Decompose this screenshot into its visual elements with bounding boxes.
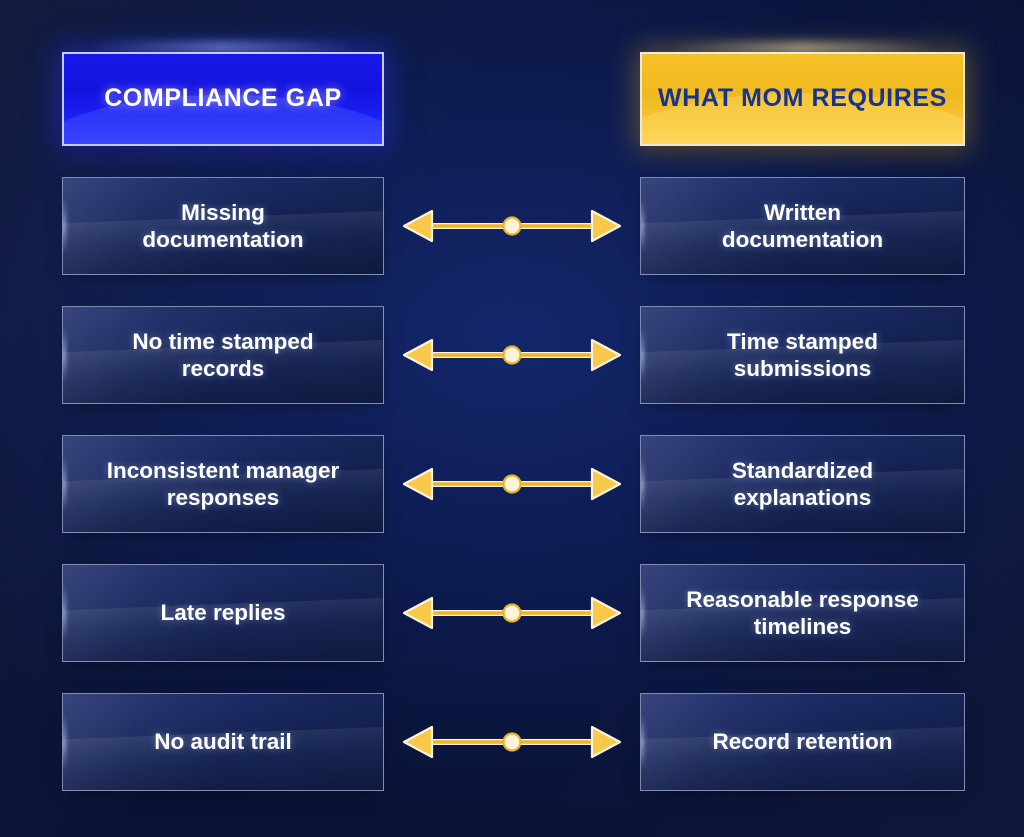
gap-card-label: Inconsistent manager responses [106, 457, 340, 510]
requirement-card: Written documentation [640, 177, 965, 275]
card-edge-glow [641, 328, 644, 382]
card-edge-glow [63, 328, 66, 382]
requirement-card-label: Written documentation [721, 199, 884, 252]
requirement-card: Standardized explanations [640, 435, 965, 533]
card-edge-glow [641, 715, 644, 769]
card-edge-glow [63, 199, 66, 253]
comparison-rows: Missing documentation Written documentat… [0, 177, 1024, 822]
gap-card: Missing documentation [62, 177, 384, 275]
double-arrow-icon [392, 177, 632, 275]
requirement-card: Time stamped submissions [640, 306, 965, 404]
requirement-card-label: Standardized explanations [731, 457, 874, 510]
double-arrow-icon [392, 435, 632, 533]
requirement-card: Record retention [640, 693, 965, 791]
gap-card-label: No audit trail [154, 729, 292, 755]
comparison-row: Late replies Reasonable response timelin… [0, 564, 1024, 662]
comparison-row: Missing documentation Written documentat… [0, 177, 1024, 275]
mom-requires-header-label: WHAT MOM REQUIRES [658, 84, 947, 113]
requirement-card-label: Reasonable response timelines [686, 586, 919, 639]
requirement-card-label: Record retention [712, 729, 893, 755]
gap-card: No audit trail [62, 693, 384, 791]
gap-card-label: Missing documentation [142, 199, 304, 252]
card-edge-glow [63, 586, 66, 640]
card-edge-glow [641, 586, 644, 640]
gap-card-label: Late replies [160, 600, 286, 626]
card-edge-glow [63, 715, 66, 769]
compliance-gap-header-label: COMPLIANCE GAP [104, 84, 342, 113]
requirement-card: Reasonable response timelines [640, 564, 965, 662]
card-edge-glow [63, 457, 66, 511]
gap-card: Inconsistent manager responses [62, 435, 384, 533]
double-arrow-icon [392, 693, 632, 791]
gap-card: Late replies [62, 564, 384, 662]
requirement-card-label: Time stamped submissions [727, 328, 878, 381]
card-edge-glow [641, 457, 644, 511]
comparison-row: No audit trail Record retention [0, 693, 1024, 791]
double-arrow-icon [392, 306, 632, 404]
comparison-row: Inconsistent manager responses Standardi… [0, 435, 1024, 533]
double-arrow-icon [392, 564, 632, 662]
compliance-gap-header: COMPLIANCE GAP [62, 52, 384, 146]
gap-card: No time stamped records [62, 306, 384, 404]
card-edge-glow [641, 199, 644, 253]
header-row: COMPLIANCE GAP WHAT MOM REQUIRES [0, 43, 1024, 146]
comparison-row: No time stamped records Time stamped sub… [0, 306, 1024, 404]
mom-requires-header: WHAT MOM REQUIRES [640, 52, 965, 146]
gap-card-label: No time stamped records [132, 328, 314, 381]
